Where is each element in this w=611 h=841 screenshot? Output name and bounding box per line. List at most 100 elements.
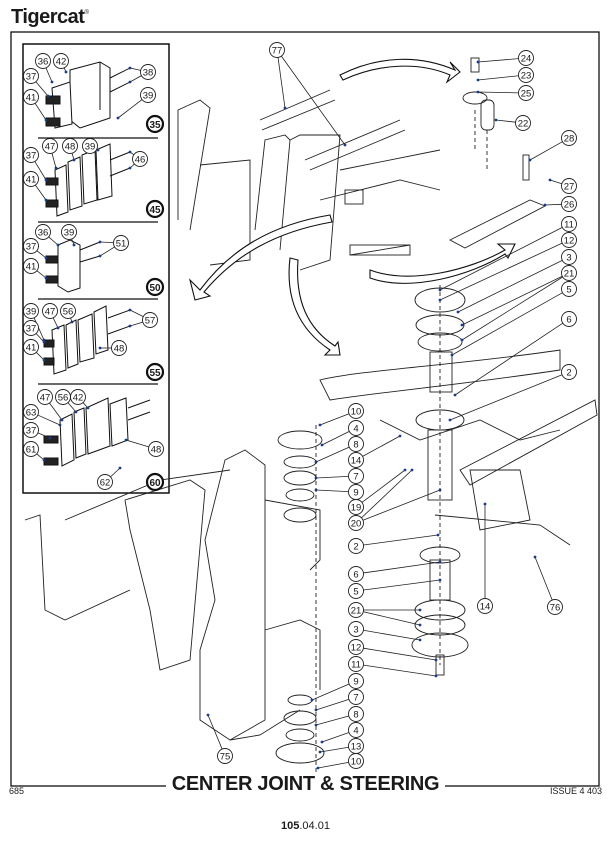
leader-dot: [42, 340, 46, 344]
callout-item: 20: [348, 468, 442, 531]
callout-number: 2: [566, 367, 571, 378]
callout-number: 56: [58, 392, 69, 403]
callout-circle: [35, 224, 51, 240]
leader-line: [67, 402, 77, 413]
callout-circle: [518, 67, 534, 83]
leader-dot: [42, 458, 46, 462]
callout-circle: [348, 583, 364, 599]
leader-dot: [548, 178, 552, 182]
callout-number: 48: [65, 141, 76, 152]
callout-number: 47: [45, 306, 56, 317]
leader-dot: [314, 476, 318, 480]
callout-circle: [140, 87, 156, 103]
callout-circle: [42, 138, 58, 154]
callout-circle: [142, 312, 158, 328]
leader-dot: [410, 468, 414, 472]
callout-number: 62: [100, 477, 111, 488]
leader-line: [311, 683, 350, 701]
leader-line: [457, 259, 563, 313]
leader-dot: [418, 638, 422, 642]
leader-line: [48, 236, 59, 246]
callout-item: 6: [453, 311, 577, 397]
callout-item: 27: [548, 178, 577, 194]
callout-circle: [561, 281, 577, 297]
leader-dot: [434, 658, 438, 662]
leader-dot: [398, 434, 402, 438]
leader-line: [99, 246, 115, 257]
callout-circle: [97, 474, 113, 490]
callout-number: 42: [56, 56, 67, 67]
callout-item: 36: [35, 53, 54, 84]
model-number: 685: [9, 786, 25, 796]
callout-circle: [132, 151, 148, 167]
callout-number: 26: [564, 199, 575, 210]
callout-item: 24: [476, 50, 534, 66]
svg-text:55: 55: [149, 368, 161, 379]
callout-number: 61: [26, 444, 37, 455]
callout-number: 22: [518, 118, 529, 129]
page-number-sub: .04.01: [299, 820, 330, 832]
leader-line: [315, 698, 349, 711]
leader-dot: [418, 608, 422, 612]
leader-line: [36, 270, 47, 279]
brand-name: Tigercat: [11, 6, 85, 28]
callout-item: 36: [35, 224, 60, 247]
leader-dot: [314, 708, 318, 712]
callout-number: 14: [480, 601, 491, 612]
callout-number: 10: [351, 756, 362, 767]
leader-line: [52, 317, 59, 329]
callout-circle: [269, 42, 285, 58]
callout-circle: [561, 311, 577, 327]
leader-line: [34, 103, 47, 121]
leader-line: [363, 579, 441, 591]
svg-text:50: 50: [149, 283, 161, 294]
leader-dot: [543, 203, 547, 207]
leader-line: [317, 761, 349, 769]
leader-line: [363, 561, 441, 574]
callout-item: 56: [60, 303, 76, 324]
leader-line: [36, 250, 47, 259]
leader-dot: [128, 166, 132, 170]
callout-item: 22: [494, 115, 531, 131]
callout-circle: [140, 64, 156, 80]
leader-line: [529, 141, 563, 161]
leader-line: [37, 432, 51, 439]
callout-number: 5: [353, 586, 358, 597]
callout-number: 48: [114, 343, 125, 354]
leader-line: [534, 556, 553, 601]
leader-dot: [86, 406, 90, 410]
callout-number: 9: [353, 487, 358, 498]
leader-line: [439, 227, 563, 291]
callout-item: 14: [477, 502, 493, 614]
callout-item: 56: [55, 389, 78, 414]
callout-item: 37: [23, 238, 48, 260]
callout-item: 47: [37, 389, 64, 422]
callout-item: 11: [438, 216, 577, 292]
leader-line: [117, 99, 143, 119]
callout-circle: [23, 147, 39, 163]
callout-item: 9: [310, 673, 364, 702]
callout-number: 36: [38, 227, 49, 238]
leader-dot: [50, 80, 54, 84]
callout-number: 13: [351, 741, 362, 752]
callout-circle: [561, 232, 577, 248]
callout-item: 75: [206, 713, 233, 764]
callout-item: 10: [318, 403, 364, 427]
callout-number: 42: [73, 392, 84, 403]
callout-number: 8: [353, 709, 358, 720]
leader-dot: [72, 243, 76, 247]
callout-circle: [561, 249, 577, 265]
leader-line: [363, 664, 437, 677]
callout-item: 77: [269, 42, 347, 147]
callout-item: 26: [543, 196, 577, 212]
leader-dot: [118, 466, 122, 470]
leader-line: [35, 333, 45, 343]
callout-number: 10: [351, 406, 362, 417]
callout-item: 39: [116, 87, 156, 120]
callout-circle: [348, 706, 364, 722]
callout-item: 62: [97, 466, 122, 490]
leader-line: [277, 57, 286, 109]
page-number-section: 105: [281, 820, 300, 832]
leader-dot: [320, 740, 324, 744]
